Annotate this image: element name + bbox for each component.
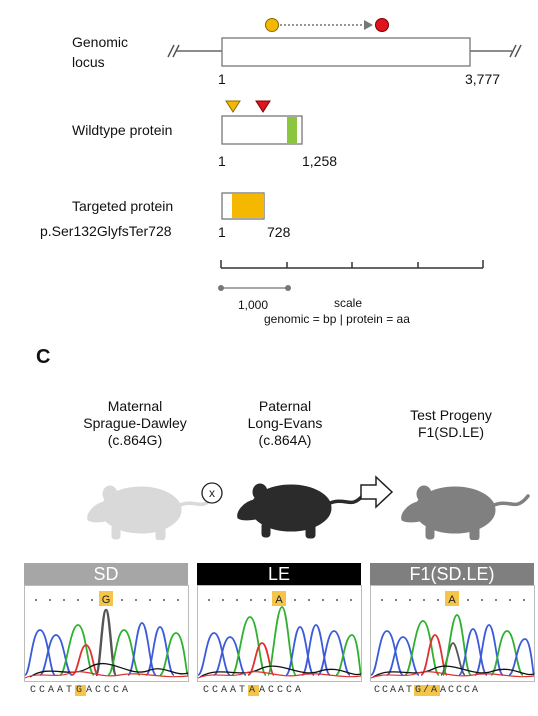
maternal-line2: Sprague-Dawley [83, 415, 187, 431]
scale-ticks [220, 260, 484, 268]
paternal-line2: Long-Evans [247, 415, 323, 431]
traces-le [197, 606, 362, 679]
bases-f1-after: ACCCA [440, 685, 481, 696]
bases-f1-before: CCAAT [374, 685, 415, 696]
hollow-arrow-icon [360, 475, 394, 509]
progeny-rat-icon [399, 484, 530, 540]
bases-le-after: ACCCA [259, 685, 305, 696]
wildtype-label: Wildtype protein [72, 122, 173, 138]
scale-title: scale [334, 296, 363, 310]
panel-letter: C [36, 346, 51, 368]
genomic-label-line2: locus [72, 54, 105, 70]
panel-title-le: LE [197, 563, 361, 585]
genomic-start-label: 1 [218, 71, 226, 87]
bases-f1: CCAATG/AACCCA [374, 685, 480, 696]
bases-le-call: A [248, 685, 260, 696]
red-marker-triangle-icon [255, 100, 271, 113]
orange-marker-triangle-icon [225, 100, 241, 113]
panel-title-f1: F1(SD.LE) [370, 563, 534, 585]
red-variant-circle [375, 18, 389, 32]
targeted-label: Targeted protein [72, 198, 174, 214]
bases-le-before: CCAAT [203, 685, 249, 696]
maternal-line3: (c.864G) [107, 432, 163, 448]
panel-title-sd: SD [24, 563, 188, 585]
svg-text:x: x [209, 486, 215, 500]
bases-sd-after: ACCCA [86, 685, 132, 696]
call-box-f1 [445, 591, 459, 606]
paternal-line3: (c.864A) [258, 432, 312, 448]
targeted-start-label: 1 [218, 224, 226, 240]
traces-sd [24, 608, 189, 679]
cross-symbol: x [201, 482, 223, 504]
bases-sd-call: G [75, 685, 87, 696]
wildtype-end-label: 1,258 [302, 153, 338, 169]
progeny-line2: F1(SD.LE) [417, 424, 485, 440]
scale-legend: genomic = bp | protein = aa [264, 312, 410, 326]
call-letter-f1: A [448, 594, 456, 606]
bases-le: CCAATAACCCA [203, 685, 304, 696]
maternal-rat-icon [85, 484, 216, 540]
targeted-frameshift-region [232, 194, 264, 218]
call-box-sd [99, 591, 113, 606]
targeted-variant-label: p.Ser132GlyfsTer728 [40, 223, 172, 239]
progeny-label: Test Progeny F1(SD.LE) [376, 407, 526, 441]
scale-bar-value: 1,000 [238, 298, 269, 312]
base-call-dots [35, 599, 525, 601]
progeny-line1: Test Progeny [410, 407, 492, 423]
call-box-le [272, 591, 286, 606]
bases-sd: CCAATGACCCA [30, 685, 131, 696]
wildtype-start-label: 1 [218, 153, 226, 169]
break-mark-left [167, 44, 180, 58]
genomic-end-label: 3,777 [465, 71, 501, 87]
targeted-end-label: 728 [267, 224, 291, 240]
maternal-label: Maternal Sprague-Dawley (c.864G) [60, 398, 210, 449]
break-mark-right [509, 44, 522, 58]
traces-f1 [370, 614, 535, 679]
paternal-line1: Paternal [258, 398, 312, 414]
call-letter-le: A [275, 594, 283, 606]
paternal-rat-icon [235, 482, 366, 540]
bases-f1-call: G/A [414, 685, 441, 696]
paternal-label: Paternal Long-Evans (c.864A) [210, 398, 360, 449]
genomic-locus-box [221, 37, 471, 67]
rat-cross-figure: x [85, 475, 530, 540]
maternal-line1: Maternal [107, 398, 163, 414]
call-letter-sd: G [102, 594, 111, 606]
scale-bar-end-left [218, 285, 224, 291]
locus-schematic [167, 18, 522, 291]
genomic-label-line1: Genomic [72, 34, 129, 50]
arrow-head-icon [364, 20, 373, 30]
wildtype-green-domain [287, 117, 297, 143]
orange-variant-circle [265, 18, 279, 32]
scale-bar-end-right [285, 285, 291, 291]
chromatogram-traces: G A A [24, 585, 535, 682]
bases-sd-before: CCAAT [30, 685, 76, 696]
